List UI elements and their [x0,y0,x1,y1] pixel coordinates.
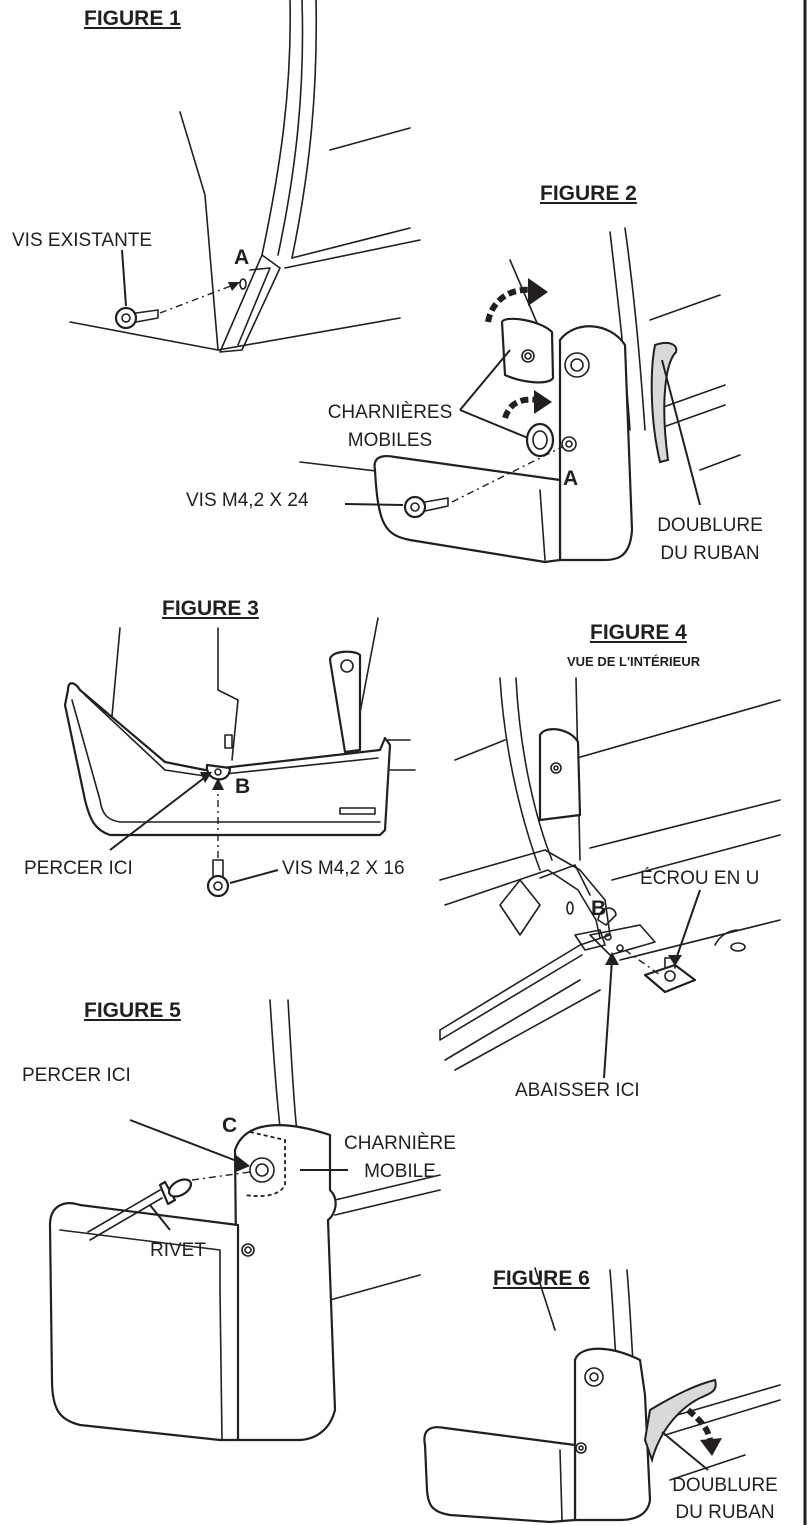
hinges-label-line2: MOBILES [347,430,433,451]
tape-liner-fig2 [650,342,678,464]
screw-m42x16-label: VIS M4,2 X 16 [282,858,405,879]
peel-arrowhead-fig6 [700,1438,722,1456]
hinge-label-line1-fig5: CHARNIÈRE [344,1133,456,1154]
curved-arrows-fig2 [485,278,552,420]
rivet-fig5 [87,1178,193,1241]
leader-drill-fig5 [129,1119,243,1164]
screw-m42x24-label: VIS M4,2 X 24 [186,490,309,511]
point-c-label: C [222,1114,238,1137]
screw-path-fig1 [159,283,237,314]
point-b-label-fig3: B [235,775,251,798]
figure-1-title: FIGURE 1 [84,7,181,30]
u-nut-label: ÉCROU EN U [640,868,760,889]
figure-4-title: FIGURE 4 [590,621,687,644]
inner-bracket-fig4 [439,728,656,1041]
leader-hinge-1 [459,349,511,411]
screw-path-fig2 [451,446,563,503]
tape-liner-label-line1-fig6: DOUBLURE [672,1475,778,1496]
tape-liner-label-line1-fig2: DOUBLURE [657,515,763,536]
figure-3-title: FIGURE 3 [162,597,259,620]
leader-screw-fig3 [229,869,279,884]
point-b-label-fig4: B [591,897,607,920]
hinge-label-line2-fig5: MOBILE [364,1161,436,1182]
existing-screw [114,306,159,330]
existing-screw-label: VIS EXISTANTE [12,230,153,251]
figure-5-title: FIGURE 5 [84,999,181,1022]
leader-hinge-2 [459,409,529,439]
arrowhead-drill-fig3 [200,772,212,783]
peel-arrow-fig6 [686,1407,713,1441]
screw-fig2 [403,495,449,519]
screw-fig3 [206,859,230,898]
figure-6-title: FIGURE 6 [493,1267,590,1290]
figure-2-title: FIGURE 2 [540,182,637,205]
leader-screw-fig2 [344,503,404,506]
fender-outline-fig4 [444,677,781,1071]
leader-liner-fig6 [661,1431,709,1471]
arrow-fig1 [228,282,240,291]
leader-nut-fig4 [674,889,701,963]
drill-here-label-fig5: PERCER ICI [22,1065,131,1086]
tape-liner-label-line2-fig2: DU RUBAN [660,543,760,564]
fender-outline-fig1 [69,0,421,353]
drill-here-label-fig3: PERCER ICI [24,858,133,879]
point-a-label-fig2: A [563,467,579,490]
mud-flap-fig6 [423,1347,652,1524]
arrowhead-nut [668,955,682,966]
nut-path-fig4 [624,949,661,976]
point-a-label-fig1: A [234,246,250,269]
leader-rivet-fig5 [149,1204,171,1231]
figure-4-subtitle: VUE DE L'INTÉRIEUR [567,654,701,669]
tape-liner-fig6 [643,1378,717,1464]
rivet-label: RIVET [150,1240,206,1261]
tape-liner-label-line2-fig6: DU RUBAN [675,1502,775,1523]
mud-flap-fig2 [373,325,634,564]
leader-liner-fig2 [661,359,701,506]
arrowhead-press [605,952,619,965]
mud-flap-fig5 [48,1124,337,1442]
leader-press-fig4 [603,959,613,1079]
mud-flap-fig3 [63,650,392,837]
hinges-label-line1: CHARNIÈRES [327,402,453,423]
arrowhead-drill-fig5 [236,1155,250,1172]
press-here-label: ABAISSER ICI [515,1080,640,1101]
arrow-fig3 [212,778,224,790]
leader-screw-fig1 [121,249,127,307]
hinge-flaps-fig2 [500,317,555,458]
rivet-path-fig5 [191,1171,251,1181]
leader-drill-fig3 [109,774,209,851]
